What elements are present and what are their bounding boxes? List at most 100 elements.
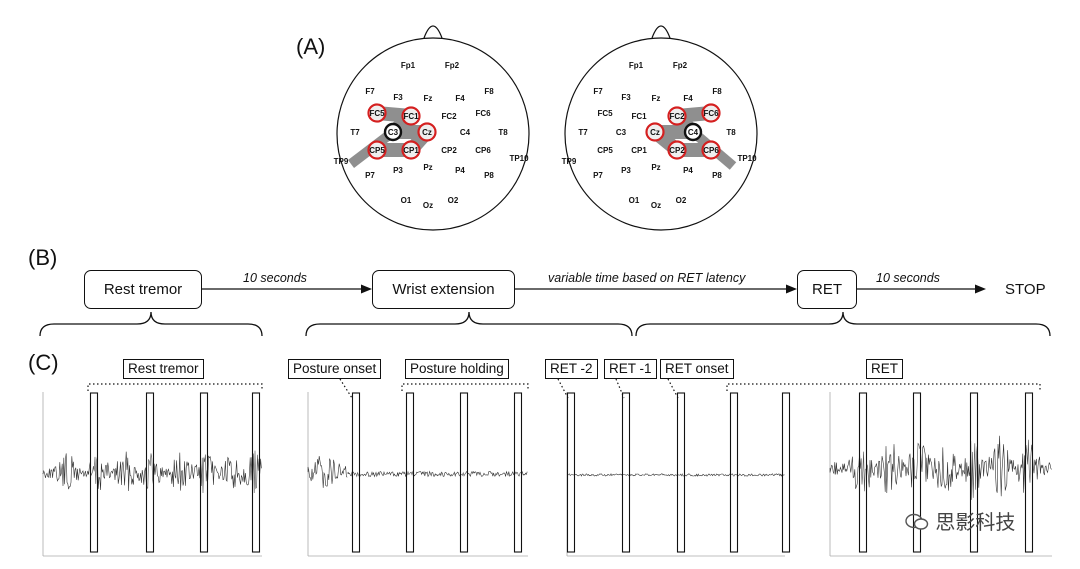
electrode-p4: P4 (683, 166, 693, 175)
electrode-pz: Pz (423, 163, 432, 172)
epoch-window (459, 392, 469, 553)
electrode-c3: C3 (388, 128, 399, 137)
epoch-window (89, 392, 99, 553)
electrode-fc1: FC1 (403, 112, 419, 121)
panel-label-a: (A) (296, 34, 326, 59)
wrist-extension-box: Wrist extension (372, 270, 515, 309)
epoch-window (513, 392, 523, 553)
electrode-fp2: Fp2 (445, 61, 460, 70)
dotted-span (667, 378, 679, 399)
eeg-trace (307, 455, 348, 488)
highlight-ring-cp1 (401, 140, 421, 160)
electrode-fc5: FC5 (369, 109, 385, 118)
electrode-f3: F3 (621, 93, 631, 102)
highlight-ring-cp2 (667, 140, 687, 160)
wechat-icon (905, 512, 929, 530)
eeg-trace (566, 473, 785, 477)
highlight-ring-fc5 (367, 103, 387, 123)
electrode-fc2: FC2 (441, 112, 457, 121)
electrode-tp10: TP10 (509, 154, 529, 163)
dotted-span (726, 383, 1041, 391)
tag-ret-onset: RET onset (660, 359, 734, 379)
electrode-f7: F7 (365, 87, 375, 96)
dotted-spans (87, 378, 1041, 399)
rest-tremor-box: Rest tremor (84, 270, 202, 309)
epoch-window (145, 392, 155, 553)
electrode-fz: Fz (424, 94, 433, 103)
tag-ret-minus-1: RET -1 (604, 359, 657, 379)
eeg-trace (347, 470, 528, 478)
flow-arrows (202, 284, 986, 294)
electrode-f4: F4 (455, 94, 465, 103)
electrode-c4: C4 (688, 128, 699, 137)
arrow-head-3 (975, 284, 986, 294)
electrode-f8: F8 (484, 87, 494, 96)
dotted-span (339, 378, 353, 399)
scalp-right (564, 37, 758, 231)
epoch-window (676, 392, 686, 553)
dotted-span (401, 383, 529, 391)
highlight-ring-fc1 (401, 106, 421, 126)
tag-ret: RET (866, 359, 903, 379)
tag-posture-holding: Posture holding (405, 359, 509, 379)
electrode-fc6: FC6 (703, 109, 719, 118)
electrode-p7: P7 (365, 171, 375, 180)
electrode-cp2: CP2 (441, 146, 457, 155)
electrode-p4: P4 (455, 166, 465, 175)
electrode-c4: C4 (460, 128, 471, 137)
epoch-window (912, 392, 922, 553)
electrode-cp5: CP5 (369, 146, 385, 155)
electrode-tp9: TP9 (334, 157, 349, 166)
electrode-p7: P7 (593, 171, 603, 180)
electrode-t7: T7 (350, 128, 360, 137)
ret-box: RET (797, 270, 857, 309)
interval-label-1: 10 seconds (243, 271, 307, 285)
tag-rest-tremor: Rest tremor (123, 359, 204, 379)
eeg-traces (42, 392, 1052, 557)
center-electrode-ring (683, 122, 703, 142)
watermark-text: 思影科技 (935, 510, 1016, 534)
electrode-p3: P3 (621, 166, 631, 175)
arrow-head-2 (786, 284, 797, 294)
electrode-cp6: CP6 (703, 146, 719, 155)
electrode-fp1: Fp1 (629, 61, 644, 70)
electrode-p3: P3 (393, 166, 403, 175)
electrode-f4: F4 (683, 94, 693, 103)
panel-label-c: (C) (28, 350, 59, 375)
electrode-o2: O2 (676, 196, 687, 205)
electrode-tp9: TP9 (562, 157, 577, 166)
electrode-o1: O1 (629, 196, 640, 205)
epoch-window (1024, 392, 1034, 553)
electrode-t8: T8 (498, 128, 508, 137)
tag-ret-minus-2: RET -2 (545, 359, 598, 379)
electrode-cp6: CP6 (475, 146, 491, 155)
electrode-cz: Cz (422, 128, 432, 137)
interval-label-2: variable time based on RET latency (548, 271, 746, 285)
electrode-cp5: CP5 (597, 146, 613, 155)
tag-posture-onset: Posture onset (288, 359, 382, 379)
brace (635, 311, 1051, 337)
arrow-head-1 (361, 284, 372, 294)
epoch-window (858, 392, 868, 553)
electrode-t7: T7 (578, 128, 588, 137)
electrode-fc5: FC5 (597, 109, 613, 118)
highlight-ring-cz (417, 122, 437, 142)
electrode-oz: Oz (423, 201, 433, 210)
epoch-window (199, 392, 209, 553)
epoch-window (405, 392, 415, 553)
electrode-fp1: Fp1 (401, 61, 416, 70)
panel-label-b: (B) (28, 245, 58, 270)
epoch-window (351, 392, 361, 553)
dotted-span (87, 383, 263, 391)
electrode-cz: Cz (650, 128, 660, 137)
epoch-window (566, 392, 576, 553)
electrode-cp2: CP2 (669, 146, 685, 155)
watermark: 思影科技 (905, 506, 1015, 535)
electrode-fc6: FC6 (475, 109, 491, 118)
nose-right (651, 25, 671, 39)
interval-label-3: 10 seconds (876, 271, 940, 285)
